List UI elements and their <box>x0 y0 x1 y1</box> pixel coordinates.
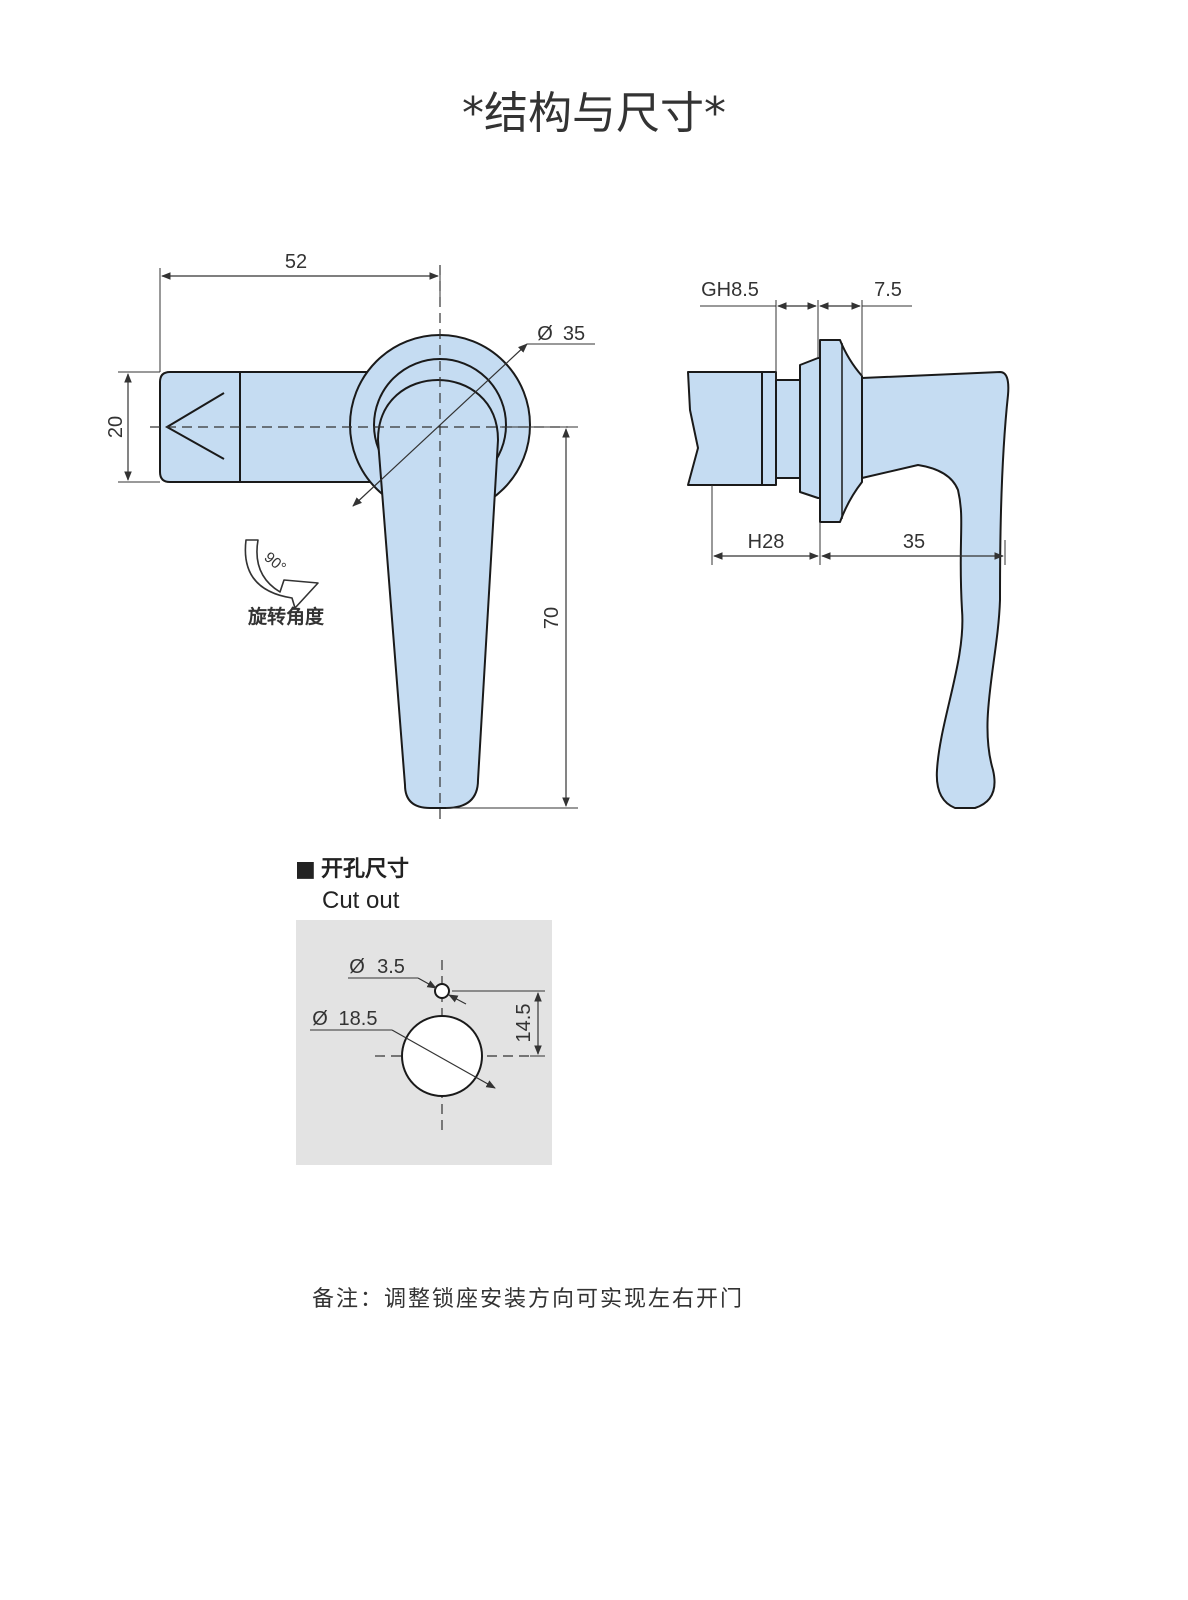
side-view: GH8.5 7.5 H28 35 <box>687 279 1010 809</box>
front-view: 52 20 Ø 35 70 90° 旋转角度 <box>105 251 595 822</box>
small-hole-dim-label: 3.5 <box>377 956 405 978</box>
handle-lever <box>377 379 499 809</box>
side-nut <box>799 357 821 499</box>
footnote: 备注：调整锁座安装方向可实现左右开门 <box>312 1287 744 1312</box>
side-handle <box>861 371 1010 809</box>
main-hole <box>401 1015 483 1097</box>
dim-thread-label: GH8.5 <box>701 279 759 301</box>
dim-diameter-symbol: Ø <box>537 323 553 345</box>
dim-body-label: H28 <box>748 531 785 553</box>
page-title: *结构与尺寸* <box>462 88 726 139</box>
main-hole-diameter-symbol: Ø <box>312 1008 328 1030</box>
dim-height-label: 20 <box>105 416 127 438</box>
side-thread <box>775 379 801 479</box>
small-hole <box>434 983 450 999</box>
rotation-label: 旋转角度 <box>247 605 325 628</box>
rotation-angle-label: 90° <box>261 549 289 577</box>
dim-handle-length-label: 70 <box>541 607 563 629</box>
cutout-heading-cn: 开孔尺寸 <box>321 857 409 882</box>
dim-flange-label: 7.5 <box>874 279 902 301</box>
dim-handle-label: 35 <box>903 531 925 553</box>
cutout-bullet: ■ <box>295 857 316 882</box>
small-hole-diameter-symbol: Ø <box>349 956 365 978</box>
main-hole-dim-label: 18.5 <box>339 1008 378 1030</box>
cutout-section: ■ 开孔尺寸 Cut out Ø 3.5 Ø 18.5 14.5 <box>295 857 552 1165</box>
dim-line-diameter <box>352 343 528 507</box>
offset-dim-label: 14.5 <box>513 1004 535 1043</box>
dim-diameter-label: 35 <box>563 323 585 345</box>
dim-width-label: 52 <box>285 251 307 273</box>
side-flange <box>819 339 863 523</box>
rotation-arrow-icon <box>244 539 319 609</box>
cutout-heading-en: Cut out <box>322 887 400 914</box>
